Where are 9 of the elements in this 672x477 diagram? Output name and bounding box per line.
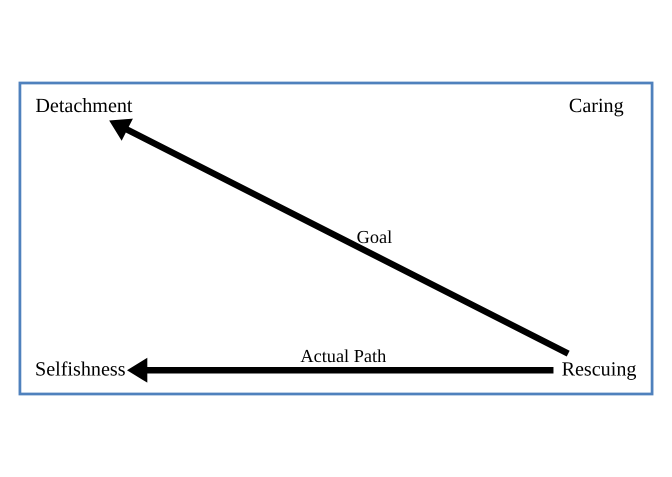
node-text: Detachment [35, 94, 133, 117]
node-text: Rescuing [562, 358, 636, 380]
edge-label: Goal [356, 227, 392, 248]
node-text: Selfishness [35, 358, 126, 380]
arrow [109, 118, 570, 356]
arrow [127, 358, 554, 383]
node-text: Caring [568, 94, 624, 117]
edge-label: Actual Path [300, 346, 386, 366]
cluster [18, 82, 654, 396]
